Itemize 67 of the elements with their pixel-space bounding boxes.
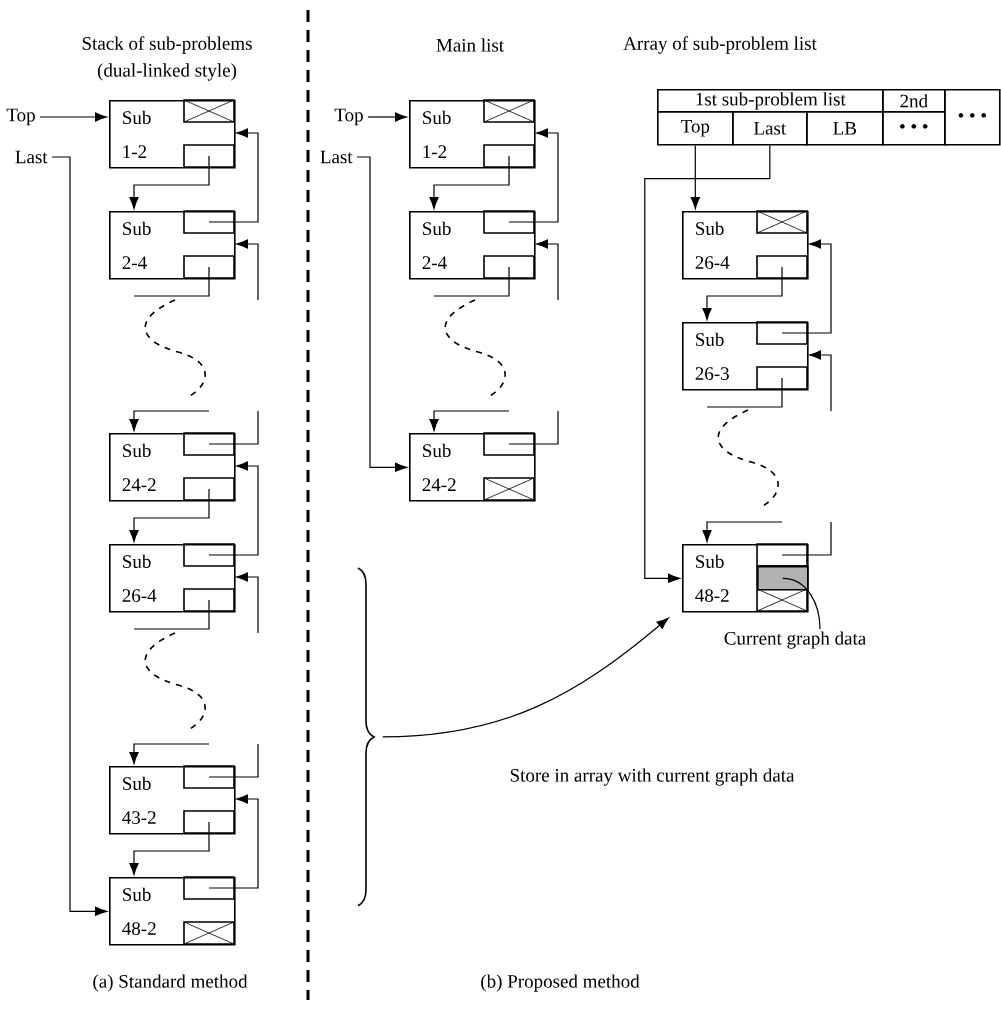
arrow [508,128,559,223]
connector-line [706,377,783,408]
arrow [644,145,771,583]
table-cell: • • • [944,89,1001,146]
label-text: Store in array with current graph data [510,768,795,786]
label-text: (a) Standard method [93,974,248,992]
arrow [781,239,832,334]
pointer-label: Top [334,108,363,126]
label-text: Stack of sub-problems [82,36,252,54]
list-node: Sub 24-2 [109,432,236,502]
label-text: (b) Proposed method [481,974,640,992]
arrow [236,572,259,634]
connector-line [133,266,210,297]
arrow [356,156,408,472]
table-cell: LB [806,111,884,146]
list-node: Sub 48-2 [682,543,809,613]
list-node: Sub 1-2 [109,99,236,169]
arrow [367,112,408,122]
table-cell: Last [732,111,808,146]
connector-line [433,266,510,297]
arrow [51,156,107,916]
label-text: Array of sub-problem list [623,36,817,54]
brace [357,567,375,907]
list-node: Sub 2-4 [109,210,236,280]
arrow [429,410,510,431]
arrow [536,239,559,301]
list-node: Sub 43-2 [109,765,236,835]
arrow [208,461,259,556]
annotation-text: Current graph data [724,631,866,649]
list-node: Sub 26-3 [682,321,809,391]
table-cell: 2nd [882,89,946,113]
connector-line [208,743,259,778]
list-node: Sub 26-4 [682,210,809,280]
arrow [129,821,210,875]
list-node: Sub 48-2 [109,876,236,946]
connector-line [508,410,559,445]
connector-line [208,410,259,445]
arrow [208,794,259,889]
table-cell: 1st sub-problem list [657,89,884,113]
arrow [690,145,700,209]
connector-line [781,521,832,556]
list-node: Sub 1-2 [409,99,536,169]
arrow [702,521,783,542]
arrow [129,155,210,209]
leader-line [782,577,821,630]
list-node: Sub 26-4 [109,543,236,613]
arrow [129,410,210,431]
arrow [39,112,107,122]
pointer-label: Last [320,150,353,164]
label-text: (dual-linked style) [97,63,237,81]
list-node: Sub 2-4 [409,210,536,280]
arrow [129,488,210,542]
arrow [702,266,783,320]
list-node: Sub 24-2 [409,432,536,502]
label-text: Main list [436,38,504,52]
shaded-cell [757,566,809,591]
arrow [382,617,669,738]
table-cell: • • • [882,111,946,146]
arrow [236,239,259,301]
arrow [809,350,832,412]
arrow [429,155,510,209]
arrow [129,743,210,764]
table-cell: Top [657,111,734,146]
pointer-label: Top [6,108,35,126]
pointer-label: Last [15,150,48,164]
connector-line [133,599,210,630]
arrow [208,128,259,223]
